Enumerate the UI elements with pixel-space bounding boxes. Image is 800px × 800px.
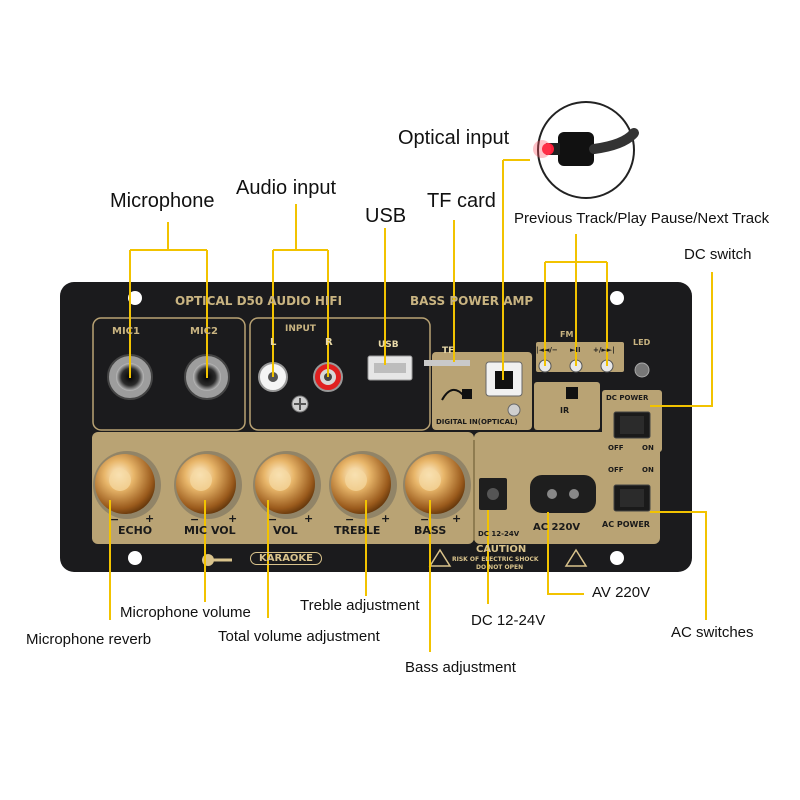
input-frame xyxy=(249,317,431,431)
callout-optical-input: Optical input xyxy=(398,127,510,149)
label-mic1: MIC1 xyxy=(112,326,140,337)
label-dc-off: OFF xyxy=(608,444,624,452)
label-led: LED xyxy=(633,338,651,347)
callout-total-volume: Total volume adjustment xyxy=(218,628,380,645)
micvol-minus: − xyxy=(190,513,200,526)
label-next: +/►►| xyxy=(593,346,615,354)
label-dc-power: DC POWER xyxy=(606,394,649,402)
label-dc-on: ON xyxy=(642,444,654,452)
panel-subtitle: BASS POWER AMP xyxy=(410,294,534,308)
label-input-l: L xyxy=(270,337,277,348)
label-usb: USB xyxy=(378,340,399,350)
led-indicator xyxy=(634,362,650,378)
callout-treble-adjustment: Treble adjustment xyxy=(300,597,420,614)
label-echo: ECHO xyxy=(118,524,153,537)
bass-plus: + xyxy=(452,512,462,525)
micvol-plus: + xyxy=(228,512,238,525)
mount-hole xyxy=(128,291,142,305)
callout-ac-switches: AC switches xyxy=(671,624,754,641)
panel-title: OPTICAL D50 AUDIO HIFI xyxy=(175,294,343,308)
callout-tf-card: TF card xyxy=(427,190,496,212)
label-ac-jack: AC 220V xyxy=(533,522,581,533)
label-treble: TREBLE xyxy=(334,524,381,537)
label-input-r: R xyxy=(325,337,333,348)
tf-slot xyxy=(424,360,470,366)
label-input: INPUT xyxy=(285,324,316,334)
vol-plus: + xyxy=(304,512,314,525)
treble-plus: + xyxy=(381,512,391,525)
label-fm: FM xyxy=(560,330,574,339)
ir-frame xyxy=(534,382,600,430)
callout-usb: USB xyxy=(365,205,407,227)
callout-bass-adjustment: Bass adjustment xyxy=(405,659,516,676)
ac-jack xyxy=(530,475,596,513)
mic-frame xyxy=(92,317,246,431)
label-vol: VOL xyxy=(273,524,298,537)
label-digital-in: DIGITAL IN(OPTICAL) xyxy=(436,418,518,426)
warning-icon xyxy=(428,548,452,567)
label-caution-line1: RISK OF ELECTRIC SHOCK xyxy=(452,556,539,563)
karaoke-badge: KARAOKE xyxy=(250,552,323,565)
callout-dc-switch: DC switch xyxy=(684,246,752,263)
callout-dc-voltage: DC 12-24V xyxy=(471,612,546,629)
callout-track-controls: Previous Track/Play Pause/Next Track xyxy=(514,210,770,227)
label-ac-on: ON xyxy=(642,466,654,474)
callout-leaders xyxy=(109,159,713,652)
callout-microphone-volume: Microphone volume xyxy=(120,604,251,621)
vol-minus: − xyxy=(268,513,278,526)
label-dc-jack: DC 12-24V xyxy=(478,530,520,538)
bass-minus: − xyxy=(420,513,430,526)
mount-hole xyxy=(610,291,624,305)
callout-microphone: Microphone xyxy=(110,190,215,212)
label-tf: TF xyxy=(442,346,455,356)
label-mic-vol: MIC VOL xyxy=(184,524,236,537)
mount-hole xyxy=(610,551,624,565)
label-play-pause: ►II xyxy=(570,346,581,354)
label-caution: CAUTION xyxy=(476,544,527,555)
label-ac-power: AC POWER xyxy=(602,520,650,529)
label-bass: BASS xyxy=(414,524,447,537)
callout-audio-input: Audio input xyxy=(236,177,337,199)
label-mic2: MIC2 xyxy=(190,326,218,337)
echo-plus: + xyxy=(145,512,155,525)
label-caution-line2: DO NOT OPEN xyxy=(476,564,524,571)
callout-av-voltage: AV 220V xyxy=(592,584,651,601)
treble-minus: − xyxy=(345,513,355,526)
label-ac-off: OFF xyxy=(608,466,624,474)
mount-hole xyxy=(128,551,142,565)
echo-minus: − xyxy=(110,513,120,526)
label-ir: IR xyxy=(560,406,570,415)
label-prev: |◄◄/− xyxy=(536,346,558,354)
warning-icon xyxy=(564,548,588,567)
ir-receiver xyxy=(566,387,578,399)
callout-microphone-reverb: Microphone reverb xyxy=(26,631,152,648)
